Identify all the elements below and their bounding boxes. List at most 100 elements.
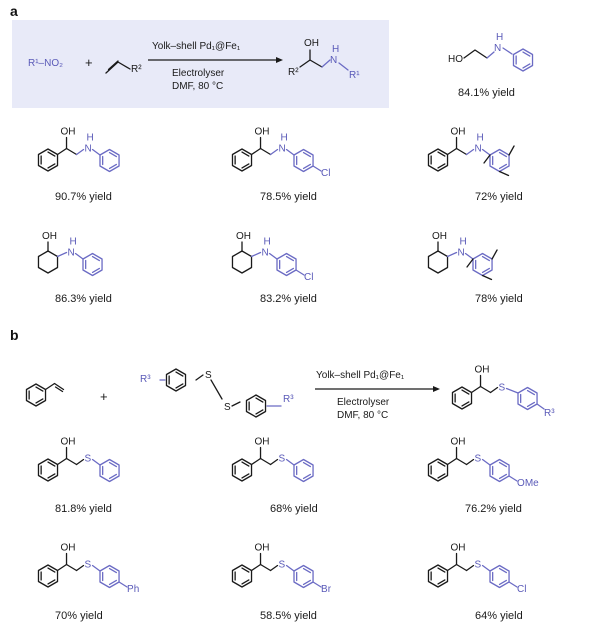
panel-a-label: a [10, 3, 18, 19]
hydroxyl-label: OH [61, 437, 76, 448]
aryl-ring [517, 386, 538, 411]
sulfur-label: S [475, 454, 482, 465]
condition-catalyst: Yolk–shell Pd₁@Fe₁ [152, 41, 241, 52]
phenyl-ring [427, 564, 449, 588]
aryl-ring [99, 148, 120, 173]
product-a3: OH NH [427, 127, 515, 177]
aryl-ring [293, 458, 314, 483]
hydroxyl-label: OH [255, 437, 270, 448]
product-r2: R² [288, 67, 299, 78]
disulfide-r3-left: R³ [140, 374, 151, 385]
phenyl-ring [427, 148, 449, 172]
hydroxyl-label: OH [255, 543, 270, 554]
aniline-ring [512, 48, 534, 72]
disulfide-s1: S [205, 370, 212, 381]
aryl-substituent: Ph [127, 584, 139, 595]
nitrogen-label: N [262, 248, 269, 259]
yield-label: 64% yield [475, 610, 523, 622]
yield-label: 78.5% yield [260, 191, 317, 203]
product-b2: OH S [231, 437, 314, 483]
nh-label: H [264, 237, 271, 248]
aryl-ring [82, 252, 103, 277]
reactant-nitro: R¹–NO₂ [28, 58, 63, 69]
disulfide-r3-right: R³ [283, 394, 294, 405]
phenyl-ring [37, 148, 59, 172]
nitrogen-label: N [475, 144, 482, 155]
disulfide-ring-right [245, 394, 267, 418]
nh-label: H [477, 133, 484, 144]
yield-label: 78% yield [475, 293, 523, 305]
condition-electrolyser: Electrolyser [172, 68, 225, 79]
cyclohexane-ring [231, 250, 253, 274]
condition-solvent-b: DMF, 80 °C [337, 410, 388, 421]
yield-label: 68% yield [270, 503, 318, 515]
yield-label: 86.3% yield [55, 293, 112, 305]
nh-label: H [460, 237, 467, 248]
phenyl-ring [231, 458, 253, 482]
hydroxyl-label: OH [475, 365, 490, 376]
product-b5: OH S Br [231, 543, 332, 595]
product-b1: OH S [37, 437, 120, 483]
phenyl-ring [451, 386, 473, 410]
yield-label: 58.5% yield [260, 610, 317, 622]
svg-text:H: H [496, 32, 503, 43]
product-nh: H [332, 44, 339, 55]
aryl-ring [293, 148, 314, 173]
aryl-ring [293, 564, 314, 589]
hydroxyl-label: OH [61, 127, 76, 138]
aryl-substituent: Cl [321, 168, 330, 179]
aryl-ring [99, 458, 120, 483]
disulfide-s2: S [224, 402, 231, 413]
phenyl-ring [37, 458, 59, 482]
panel-b-label: b [10, 327, 19, 343]
aryl-substituent: OMe [517, 478, 539, 489]
cyclohexane-ring [37, 250, 59, 274]
sulfur-label: S [85, 454, 92, 465]
nitrogen-label: N [279, 144, 286, 155]
hydroxyl-label: OH [42, 231, 57, 242]
plus-sign: + [85, 55, 93, 70]
sulfur-label: S [499, 383, 506, 394]
product-b4: OH S Ph [37, 543, 139, 595]
sulfur-label: S [475, 560, 482, 571]
phenyl-ring [231, 148, 253, 172]
alkene-r2: R² [131, 64, 142, 75]
yield-label: 72% yield [475, 191, 523, 203]
sulfur-label: S [279, 560, 286, 571]
hydroxyl-label: OH [61, 543, 76, 554]
product-b-generic: OH S R³ [451, 365, 555, 419]
hydroxyl-label: OH [432, 231, 447, 242]
product-b3: OH S OMe [427, 437, 539, 489]
yield-label: 90.7% yield [55, 191, 112, 203]
product-oh: OH [304, 38, 319, 49]
hydroxyl-label: OH [451, 437, 466, 448]
nh-label: H [70, 237, 77, 248]
svg-text:N: N [494, 43, 501, 54]
aryl-ring [489, 148, 510, 173]
nh-label: H [281, 133, 288, 144]
aryl-ring [99, 564, 120, 589]
yield-label: 84.1% yield [458, 87, 515, 99]
condition-catalyst-b: Yolk–shell Pd₁@Fe₁ [316, 370, 405, 381]
condition-electrolyser-b: Electrolyser [337, 397, 390, 408]
aryl-substituent: Br [321, 584, 332, 595]
ho-label: HO [448, 54, 463, 65]
yield-label: 70% yield [55, 610, 103, 622]
aryl-ring [276, 252, 297, 277]
phenyl-ring [37, 564, 59, 588]
yield-label: 83.2% yield [260, 293, 317, 305]
product-r1: R¹ [349, 70, 360, 81]
sulfur-label: S [279, 454, 286, 465]
aryl-r3: R³ [544, 408, 555, 419]
sulfur-label: S [85, 560, 92, 571]
hydroxyl-label: OH [451, 127, 466, 138]
phenyl-ring [231, 564, 253, 588]
styrene-ring [25, 383, 47, 407]
aryl-ring [489, 458, 510, 483]
